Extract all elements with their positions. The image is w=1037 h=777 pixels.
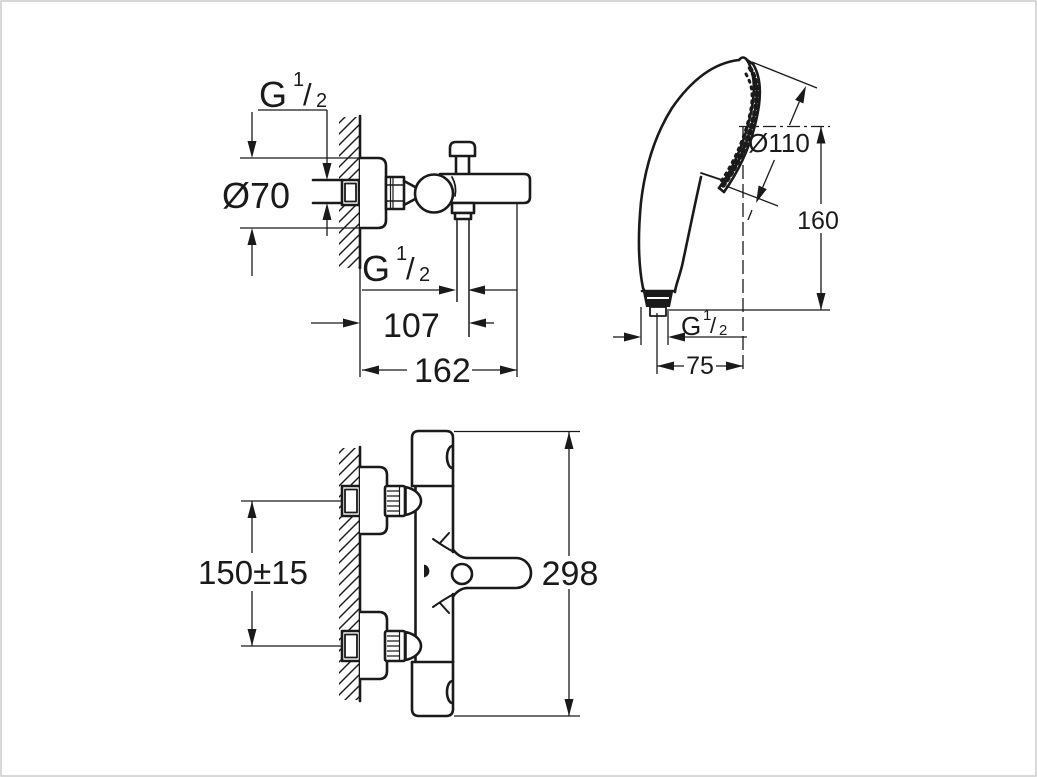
dim-label-162: 162 — [414, 352, 471, 390]
supply-pipe — [311, 178, 361, 207]
arrowhead — [624, 332, 641, 342]
dim-shower-offset: 75 — [656, 313, 743, 380]
arrowhead — [816, 126, 826, 144]
arrowhead — [322, 163, 332, 180]
arrowhead — [500, 365, 517, 375]
arrowhead — [657, 361, 674, 371]
dim-label-outlet-thread: G 1 / 2 — [362, 243, 430, 289]
handle-crescent — [445, 679, 454, 705]
arrowhead — [564, 699, 574, 716]
body-end-cap — [410, 429, 455, 488]
body-end-cap — [410, 660, 455, 718]
dim-escutcheon-diameter: Ø70 — [222, 112, 361, 276]
thread-stub — [649, 306, 667, 317]
dim-wall-to-outlet: 107 — [311, 307, 494, 345]
mixer-top-view: 150±15 298 — [198, 429, 599, 718]
dim-overall-length: 298 — [454, 430, 599, 717]
arrowhead — [668, 332, 685, 342]
dim-connection-distance: 150±15 — [198, 500, 341, 647]
pipe-union-inner — [344, 488, 358, 514]
hand-shower-outline — [637, 58, 741, 294]
handle-crescent — [445, 444, 454, 470]
shower-outlet — [450, 201, 476, 337]
union-nut — [384, 175, 406, 211]
tub-spout — [450, 548, 533, 598]
spout-aerator — [450, 562, 474, 586]
dim-label-wall-thread: G 1 / 2 — [259, 69, 327, 115]
dim-label-shower-thread: G 1 / 2 — [681, 307, 727, 341]
pipe-union-square — [340, 178, 361, 207]
union-nut — [383, 484, 407, 518]
dim-spray-face-diameter: Ø110 — [725, 61, 818, 221]
arrowhead — [322, 203, 332, 220]
dim-label-107: 107 — [383, 307, 440, 345]
arrowhead — [816, 293, 826, 310]
escutcheon — [358, 465, 389, 536]
arrowhead — [726, 361, 743, 371]
union-nut — [383, 629, 407, 663]
arrowhead — [795, 86, 806, 104]
index-dot — [424, 564, 430, 578]
arrowhead — [247, 629, 257, 646]
nozzle-texture — [719, 65, 760, 190]
flow-symbols — [432, 532, 453, 614]
diverter-pull-knob — [448, 140, 477, 177]
arrowhead — [247, 141, 257, 158]
temperature-handle — [413, 173, 455, 214]
hose-nut — [643, 292, 673, 307]
dim-label-escutcheon-diameter: Ø70 — [222, 175, 290, 216]
extension-line — [725, 185, 779, 207]
dim-wall-to-spout-tip: 162 — [362, 204, 518, 390]
spray-face-outer — [722, 62, 762, 194]
dim-label-spray-face-diameter: Ø110 — [748, 128, 810, 158]
inlet-flare — [404, 485, 423, 517]
arrowhead — [247, 228, 257, 245]
arrowhead — [362, 365, 379, 375]
inlet-flare — [404, 630, 423, 662]
dim-label-160: 160 — [797, 207, 839, 235]
dim-label-150: 150±15 — [198, 554, 308, 591]
escutcheon — [358, 610, 389, 681]
arrowhead — [469, 318, 486, 328]
mixer-side-view: G 1 / 2 Ø70 G 1 / — [222, 69, 532, 390]
pipe-union-inner — [344, 633, 358, 659]
arrowhead — [756, 185, 767, 203]
dim-shower-height: 160 — [667, 126, 839, 311]
hand-shower-view: Ø110 160 G 1 / 2 — [613, 56, 839, 380]
body-seam — [451, 176, 457, 197]
mixer-body — [438, 172, 532, 205]
dim-shower-thread: G 1 / 2 — [613, 307, 747, 345]
nozzle-texture — [718, 72, 754, 185]
arrowhead — [564, 432, 574, 449]
arrowhead — [343, 318, 360, 328]
arrowhead — [468, 285, 485, 295]
dim-label-75: 75 — [686, 352, 714, 380]
arrowhead — [439, 285, 456, 295]
dim-outlet-thread: G 1 / 2 — [362, 243, 517, 295]
dim-label-298: 298 — [542, 555, 599, 593]
extension-line — [751, 61, 818, 89]
arrowhead — [247, 501, 257, 518]
escutcheon — [358, 156, 388, 230]
handle-inner-edge — [673, 175, 703, 294]
dim-wall-thread: G 1 / 2 — [258, 69, 332, 236]
